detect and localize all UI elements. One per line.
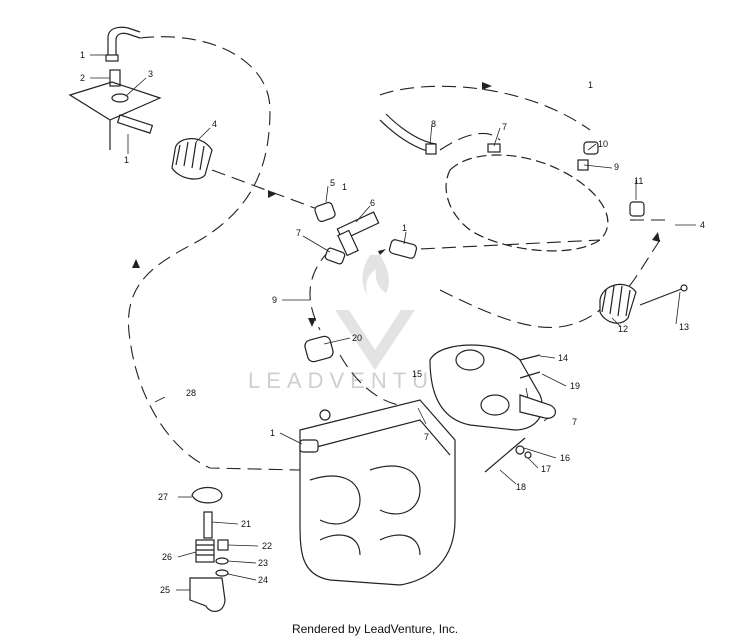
- callout-5: 5: [330, 178, 335, 188]
- callout-16: 16: [560, 453, 570, 463]
- leader-lines: [90, 54, 696, 591]
- callout-1: 1: [124, 155, 129, 165]
- callout-20: 20: [352, 333, 362, 343]
- outlet-assembly: [379, 113, 688, 324]
- callout-24: 24: [258, 575, 268, 585]
- callout-8: 7: [502, 122, 507, 132]
- callout-12: 13: [679, 322, 689, 332]
- exhaust-manifold: [429, 344, 557, 473]
- callout-1: 1: [80, 50, 85, 60]
- callout-13: 14: [558, 353, 568, 363]
- callout-2: 2: [80, 73, 85, 83]
- callout-1: 11: [634, 176, 643, 186]
- callout-15: 7: [572, 417, 577, 427]
- valve-group: [189, 486, 229, 612]
- callout-10: 9: [614, 162, 619, 172]
- callout-23: 23: [258, 558, 268, 568]
- callout-26: 26: [162, 552, 172, 562]
- callout-7: 7: [296, 228, 301, 238]
- callout-11: 4: [700, 220, 705, 230]
- upper-left-fittings: [68, 26, 213, 180]
- callout-9: 9: [272, 295, 277, 305]
- callout-18: 18: [516, 482, 526, 492]
- callout-3: 3: [148, 69, 153, 79]
- callout-1: 1: [270, 428, 275, 438]
- callout-7: 7: [424, 432, 429, 442]
- callout-21: 21: [241, 519, 251, 529]
- callout-4: 12: [618, 324, 628, 334]
- t-fitting-group: [304, 201, 418, 363]
- callout-27: 27: [158, 492, 168, 502]
- flow-arrows: [132, 82, 660, 327]
- engine-block: [299, 399, 456, 586]
- callout-14: 19: [570, 381, 580, 391]
- callout-7: 10: [598, 139, 608, 149]
- footer-credit: Rendered by LeadVenture, Inc.: [291, 622, 459, 636]
- callout-9: 1: [588, 80, 593, 90]
- callout-1: 1: [402, 223, 407, 233]
- callout-19: 15: [412, 369, 422, 379]
- callout-28: 28: [186, 388, 196, 398]
- callout-4: 4: [212, 119, 217, 129]
- callout-labels: 1 2 3 1 4 5 1 6 1 7 9 20 28 7 8 7 10 9 1…: [80, 50, 705, 595]
- hose-routing-lines: [128, 36, 670, 471]
- callout-22: 22: [262, 541, 272, 551]
- callout-25: 25: [160, 585, 170, 595]
- callout-6: 6: [370, 198, 375, 208]
- callout-7: 8: [431, 119, 436, 129]
- callout-17: 17: [541, 464, 551, 474]
- callout-1: 1: [342, 182, 347, 192]
